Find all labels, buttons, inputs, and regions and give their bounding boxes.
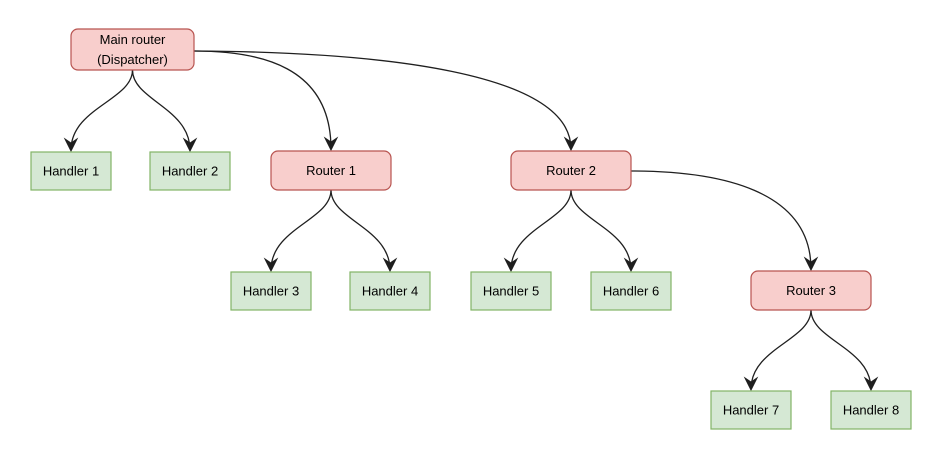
node-label-handler-6: Handler 6 bbox=[603, 283, 659, 298]
node-shape-handler-5[interactable] bbox=[470, 271, 552, 311]
node-shape-handler-4[interactable] bbox=[349, 271, 431, 311]
arrow-handler-3-icon bbox=[263, 257, 279, 273]
node-sublabel-main-router: (Dispatcher) bbox=[97, 52, 168, 67]
edge-main-to-router-2 bbox=[193, 50, 572, 150]
arrow-handler-5-icon bbox=[503, 257, 519, 273]
node-label-router-2: Router 2 bbox=[546, 163, 596, 178]
node-main-router[interactable]: Main router (Dispatcher) bbox=[70, 28, 195, 71]
node-label-handler-4: Handler 4 bbox=[362, 283, 418, 298]
edge-router-1-to-handler-3 bbox=[270, 189, 332, 271]
edge-main-to-handler-1 bbox=[70, 69, 134, 151]
node-shape-handler-2[interactable] bbox=[149, 151, 231, 191]
node-shape-router-2[interactable] bbox=[510, 150, 632, 191]
node-handler-1[interactable]: Handler 1 bbox=[30, 151, 112, 191]
node-label-handler-8: Handler 8 bbox=[843, 402, 899, 417]
arrow-handler-6-icon bbox=[623, 257, 639, 273]
node-shape-handler-3[interactable] bbox=[230, 271, 312, 311]
node-shape-main-router[interactable] bbox=[70, 28, 195, 71]
node-label-handler-5: Handler 5 bbox=[483, 283, 539, 298]
edge-router-1-to-handler-4 bbox=[330, 189, 391, 271]
node-label-handler-2: Handler 2 bbox=[162, 163, 218, 178]
node-handler-3[interactable]: Handler 3 bbox=[230, 271, 312, 311]
node-handler-5[interactable]: Handler 5 bbox=[470, 271, 552, 311]
node-label-router-1: Router 1 bbox=[306, 163, 356, 178]
edge-router-3-to-handler-7 bbox=[750, 309, 812, 390]
edge-router-2-to-handler-6 bbox=[570, 189, 632, 271]
node-shape-handler-1[interactable] bbox=[30, 151, 112, 191]
node-shape-handler-8[interactable] bbox=[830, 390, 912, 430]
arrow-router-2-icon bbox=[563, 136, 579, 152]
edge-main-to-handler-2 bbox=[131, 69, 191, 151]
edge-router-2-to-router-3 bbox=[630, 170, 812, 270]
arrowheads-layer bbox=[63, 136, 879, 392]
arrow-router-1-icon bbox=[323, 136, 339, 152]
nodes-layer: Main router (Dispatcher) Handler 1 Handler … bbox=[30, 28, 912, 430]
edge-router-3-to-handler-8 bbox=[810, 309, 872, 390]
node-handler-7[interactable]: Handler 7 bbox=[710, 390, 792, 430]
node-shape-handler-6[interactable] bbox=[590, 271, 672, 311]
edge-main-to-router-1 bbox=[193, 50, 332, 150]
node-router-3[interactable]: Router 3 bbox=[750, 270, 872, 311]
node-shape-router-1[interactable] bbox=[270, 150, 392, 191]
node-shape-router-3[interactable] bbox=[750, 270, 872, 311]
node-label-main-router: Main router bbox=[100, 32, 166, 47]
node-handler-8[interactable]: Handler 8 bbox=[830, 390, 912, 430]
edges-layer bbox=[70, 50, 872, 390]
node-handler-2[interactable]: Handler 2 bbox=[149, 151, 231, 191]
node-label-router-3: Router 3 bbox=[786, 283, 836, 298]
edge-router-2-to-handler-5 bbox=[510, 189, 572, 271]
node-label-handler-3: Handler 3 bbox=[243, 283, 299, 298]
arrow-handler-2-icon bbox=[182, 137, 198, 153]
arrow-handler-4-icon bbox=[382, 257, 398, 273]
node-router-2[interactable]: Router 2 bbox=[510, 150, 632, 191]
node-handler-4[interactable]: Handler 4 bbox=[349, 271, 431, 311]
node-label-handler-1: Handler 1 bbox=[43, 163, 99, 178]
arrow-handler-8-icon bbox=[863, 376, 879, 392]
node-shape-handler-7[interactable] bbox=[710, 390, 792, 430]
arrow-handler-1-icon bbox=[63, 137, 79, 153]
node-handler-6[interactable]: Handler 6 bbox=[590, 271, 672, 311]
arrow-router-3-icon bbox=[803, 256, 819, 272]
arrow-handler-7-icon bbox=[743, 376, 759, 392]
node-label-handler-7: Handler 7 bbox=[723, 402, 779, 417]
node-router-1[interactable]: Router 1 bbox=[270, 150, 392, 191]
